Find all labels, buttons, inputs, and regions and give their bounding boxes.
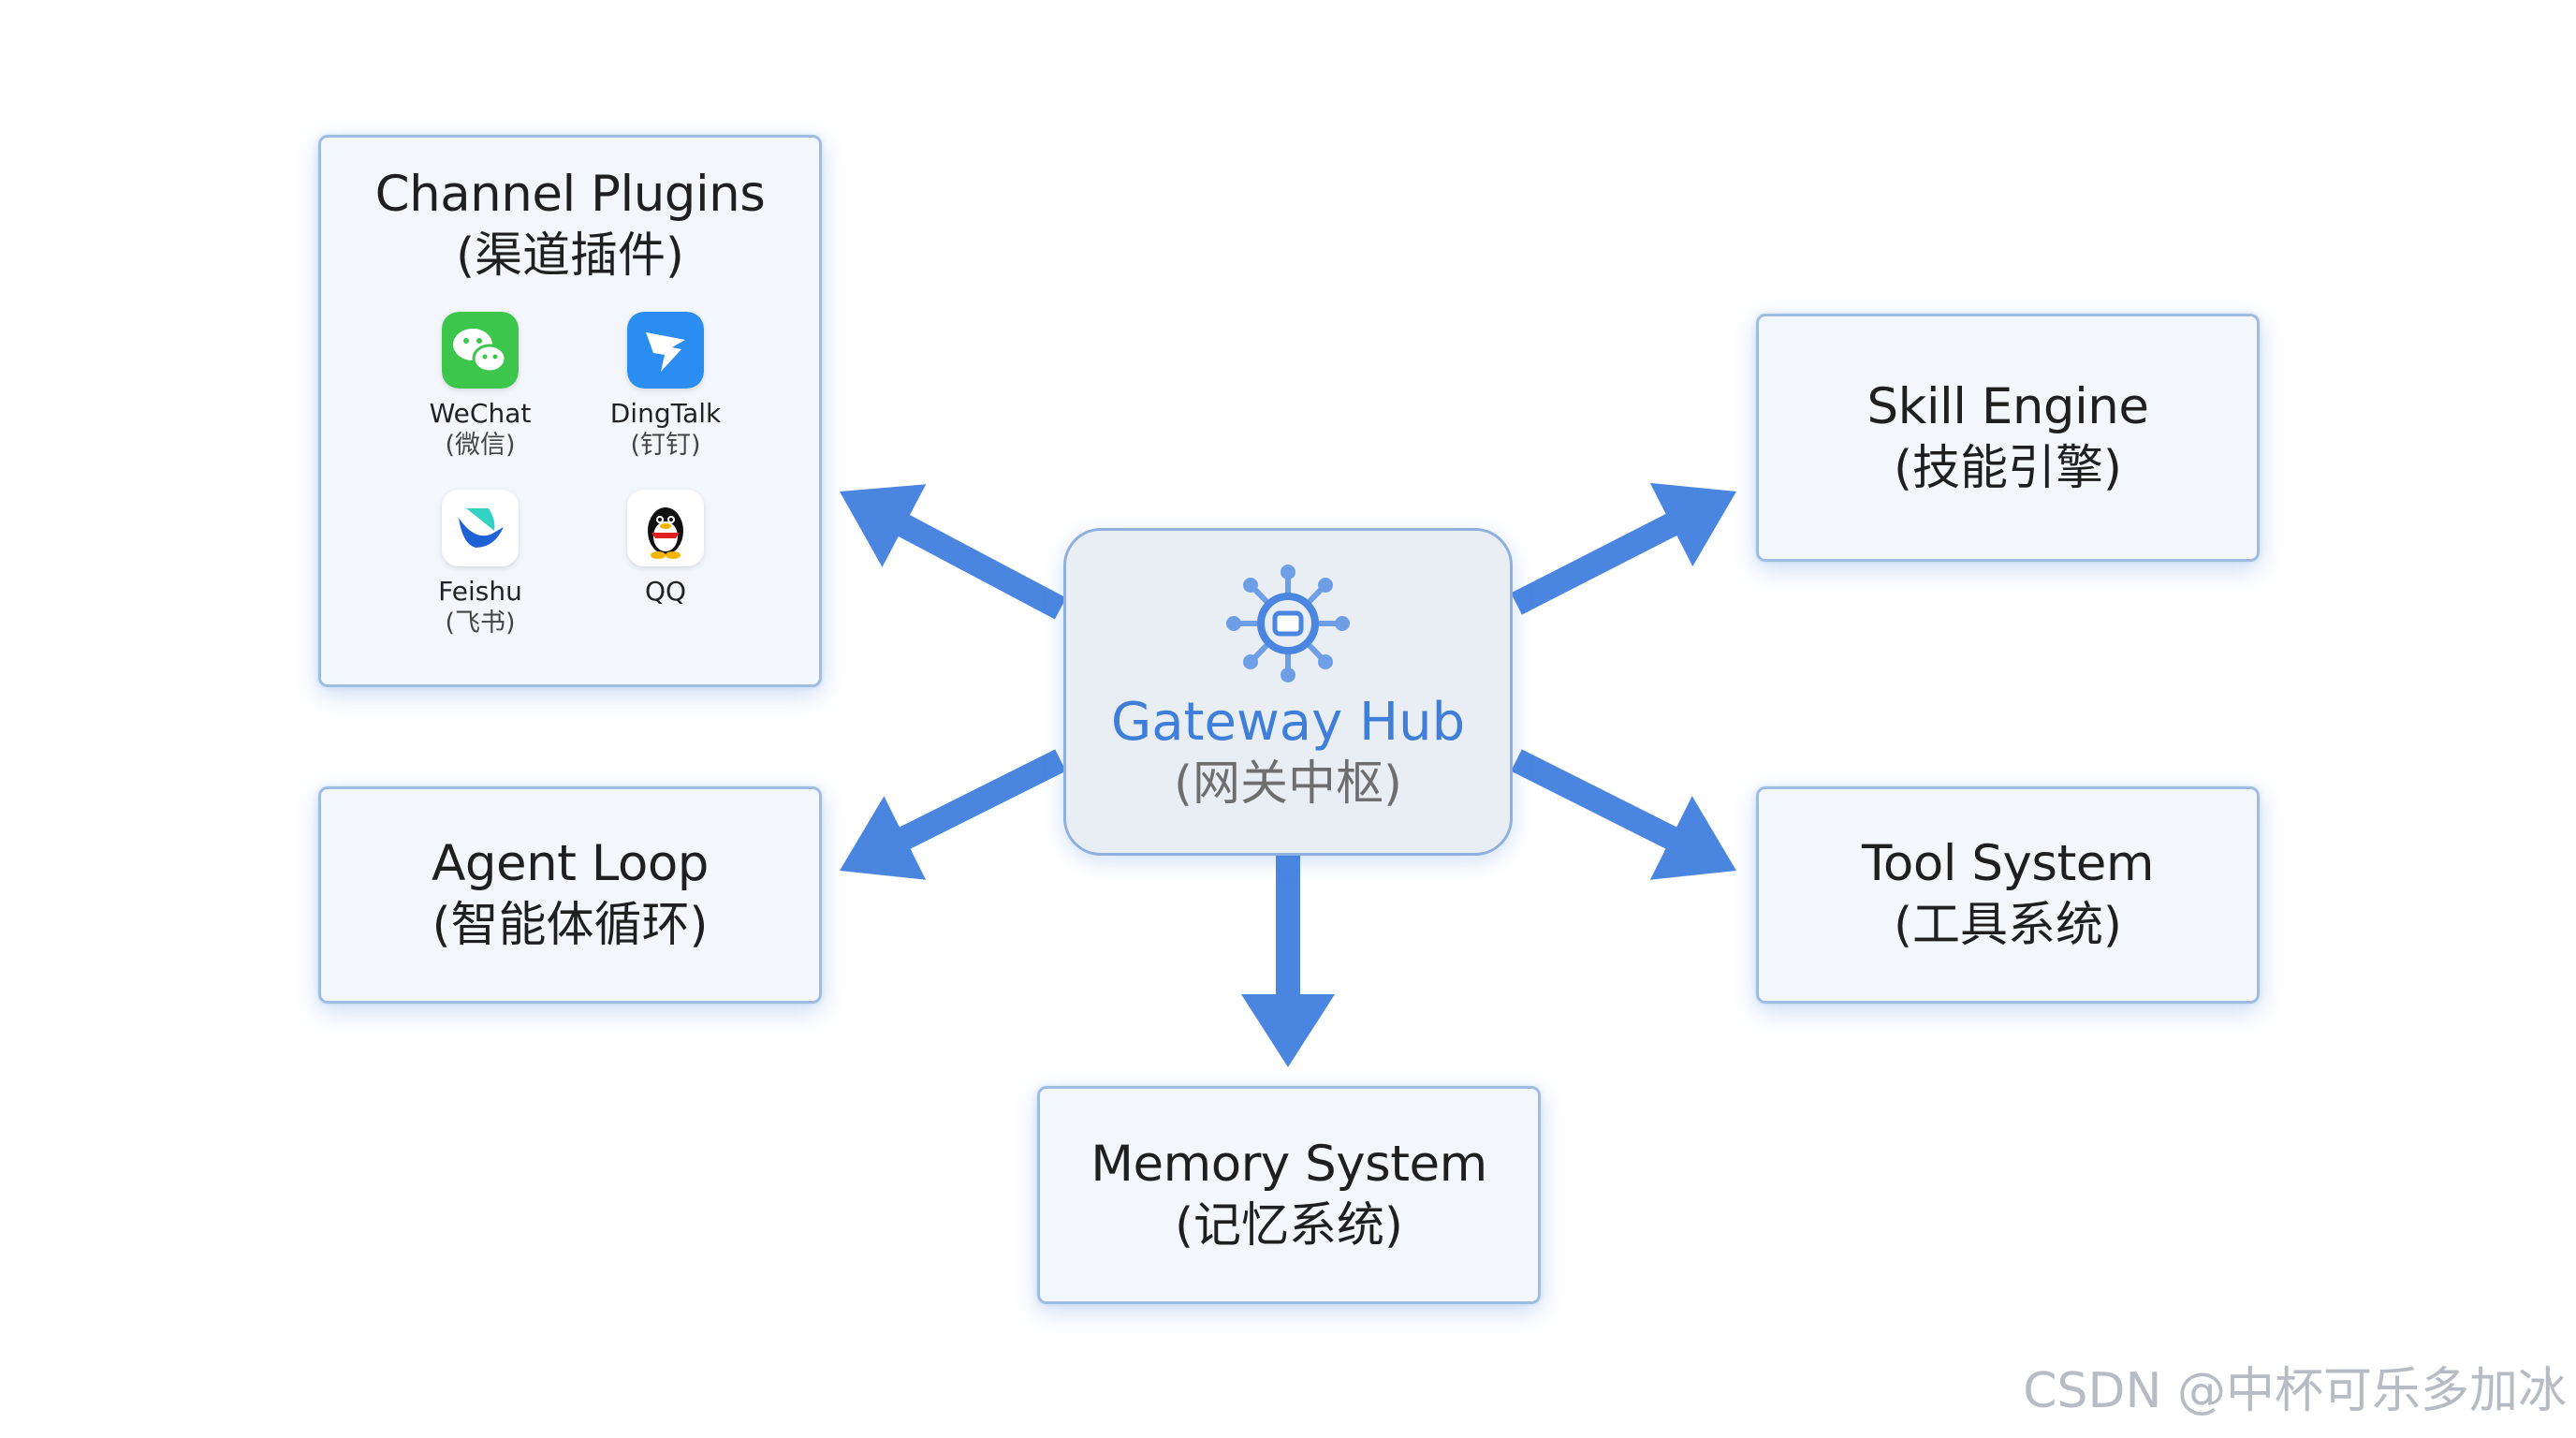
wechat-icon	[442, 312, 519, 389]
memory-system-title: Memory System	[1090, 1135, 1487, 1193]
arrow-to-agent-loop-shaft	[896, 749, 1066, 851]
arrow-to-skill-engine-head	[1649, 482, 1736, 566]
memory-system-subtitle: (记忆系统)	[1175, 1197, 1403, 1254]
app-name: Feishu	[438, 576, 522, 607]
app-name: QQ	[644, 576, 687, 607]
app-qq: QQ	[572, 490, 759, 608]
arrow-to-memory-system	[1241, 854, 1335, 1067]
app-dingtalk: DingTalk (钉钉)	[572, 312, 759, 462]
feishu-icon	[442, 490, 519, 566]
channel-plugins-subtitle: (渠道插件)	[456, 228, 684, 284]
arrow-to-tool-system	[1511, 749, 1736, 880]
dingtalk-icon	[627, 312, 704, 389]
skill-engine-subtitle: (技能引擎)	[1894, 440, 2122, 496]
app-subtitle: (钉钉)	[630, 431, 701, 460]
gateway-hub-subtitle: (网关中枢)	[1174, 756, 1402, 812]
arrow-to-channel-plugins-head	[840, 484, 927, 567]
arrow-to-skill-engine	[1511, 482, 1736, 615]
skill-engine-box: Skill Engine (技能引擎)	[1756, 314, 2260, 562]
tool-system-title: Tool System	[1862, 835, 2154, 892]
arrow-to-tool-system-head	[1649, 796, 1736, 880]
agent-loop-title: Agent Loop	[432, 835, 709, 892]
channel-app-grid: WeChat (微信) DingTalk (钉钉) Feishu (飞书)	[321, 312, 819, 649]
agent-loop-subtitle: (智能体循环)	[432, 898, 709, 953]
arrow-to-agent-loop-head	[840, 796, 927, 880]
app-name: DingTalk	[609, 398, 722, 429]
arrow-to-memory-system-head	[1241, 994, 1335, 1067]
app-wechat: WeChat (微信)	[387, 312, 574, 462]
app-name: WeChat	[429, 398, 532, 429]
arrow-to-channel-plugins	[840, 484, 1067, 620]
watermark: CSDN @中杯可乐多加冰	[2023, 1363, 2567, 1419]
channel-plugins-title: Channel Plugins	[374, 166, 766, 223]
arrow-to-agent-loop	[840, 749, 1066, 880]
memory-system-box: Memory System (记忆系统)	[1037, 1086, 1541, 1304]
app-feishu: Feishu (飞书)	[387, 490, 574, 639]
tool-system-subtitle: (工具系统)	[1894, 898, 2122, 953]
tool-system-box: Tool System (工具系统)	[1756, 786, 2260, 1004]
arrow-layer	[840, 482, 1736, 1067]
arrow-to-skill-engine-shaft	[1511, 512, 1681, 615]
qq-icon	[627, 490, 704, 566]
arrow-to-channel-plugins-shaft	[895, 513, 1067, 620]
app-subtitle: (微信)	[445, 431, 516, 460]
gateway-hub-title: Gateway Hub	[1110, 692, 1466, 753]
channel-plugins-box: Channel Plugins (渠道插件) WeChat (微信)	[318, 135, 822, 687]
skill-engine-title: Skill Engine	[1866, 377, 2149, 435]
network-hub-icon	[1226, 565, 1350, 682]
arrow-to-tool-system-shaft	[1511, 749, 1680, 851]
app-subtitle: (飞书)	[445, 609, 516, 638]
gateway-hub-box: Gateway Hub (网关中枢)	[1063, 528, 1513, 856]
agent-loop-box: Agent Loop (智能体循环)	[318, 786, 822, 1004]
